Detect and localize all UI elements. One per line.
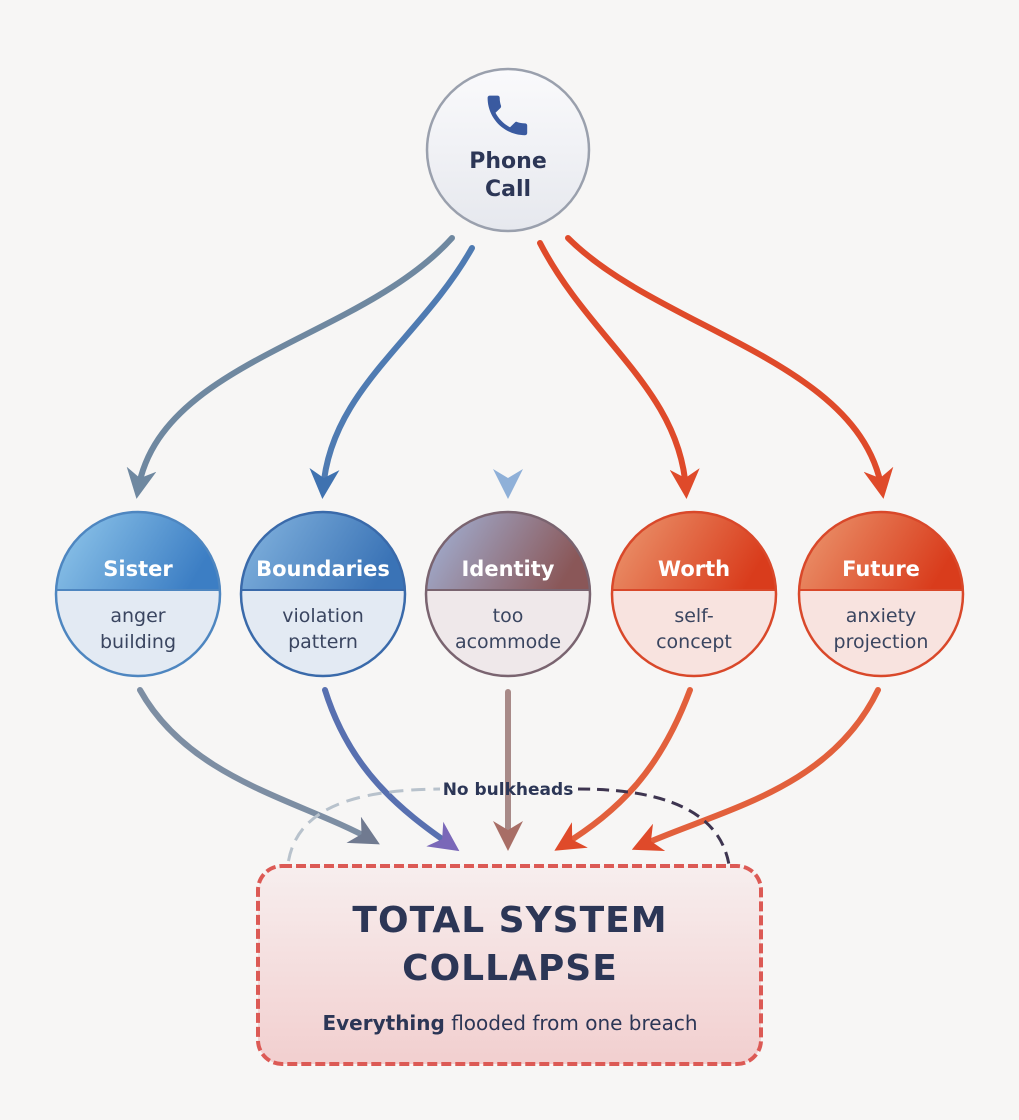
- node-desc-line1: self-: [674, 605, 713, 627]
- node-title: Future: [842, 557, 920, 581]
- node-future: Future anxiety projection: [797, 510, 965, 678]
- node-desc-line1: anger: [110, 605, 165, 627]
- source-node-phone-call: Phone Call: [425, 67, 591, 233]
- node-title: Boundaries: [256, 557, 390, 581]
- source-label-line1: Phone: [469, 149, 546, 174]
- arrow-call-to-boundaries: [309, 245, 475, 499]
- outcome-subtitle-rest: flooded from one breach: [445, 1011, 698, 1035]
- node-title: Sister: [103, 557, 173, 581]
- node-sister: Sister anger building: [54, 510, 222, 678]
- arrow-call-to-future: [565, 235, 894, 499]
- outcome-title-line2: COLLAPSE: [402, 948, 618, 989]
- node-desc-line1: too: [493, 605, 524, 627]
- connector-label: No bulkheads: [443, 780, 574, 800]
- node-desc-line2: pattern: [288, 631, 358, 653]
- node-desc-line1: anxiety: [846, 605, 917, 627]
- arrow-worth-to-collapse: [554, 687, 693, 851]
- outcome-subtitle-bold: Everything: [322, 1011, 444, 1035]
- node-desc-line2: projection: [834, 631, 929, 653]
- bulkhead-connector-left: [285, 787, 441, 884]
- node-boundaries: Boundaries violation pattern: [239, 510, 407, 678]
- outcome-title-line1: TOTAL SYSTEM: [352, 900, 667, 941]
- outcome-box-total-system-collapse: TOTAL SYSTEM COLLAPSE Everything flooded…: [256, 864, 763, 1066]
- phone-icon: [487, 95, 528, 136]
- bulkhead-connector-right: [577, 787, 732, 873]
- node-desc-line2: acommode: [455, 631, 561, 653]
- arrow-call-to-sister: [126, 235, 455, 499]
- node-title: Worth: [658, 557, 730, 581]
- node-desc-line2: building: [100, 631, 176, 653]
- node-desc-line2: concept: [656, 631, 732, 653]
- outcome-subtitle: Everything flooded from one breach: [322, 1011, 697, 1035]
- node-desc-line1: violation: [282, 605, 363, 627]
- arrow-sister-to-collapse: [137, 687, 380, 845]
- arrow-call-to-worth: [537, 240, 700, 499]
- source-label-line2: Call: [485, 177, 531, 202]
- node-worth: Worth self-concept: [610, 510, 778, 678]
- node-identity: Identity too acommode: [424, 510, 592, 678]
- node-title: Identity: [461, 557, 554, 581]
- arrow-boundaries-to-collapse: [322, 687, 460, 852]
- arrow-future-to-collapse: [631, 687, 881, 852]
